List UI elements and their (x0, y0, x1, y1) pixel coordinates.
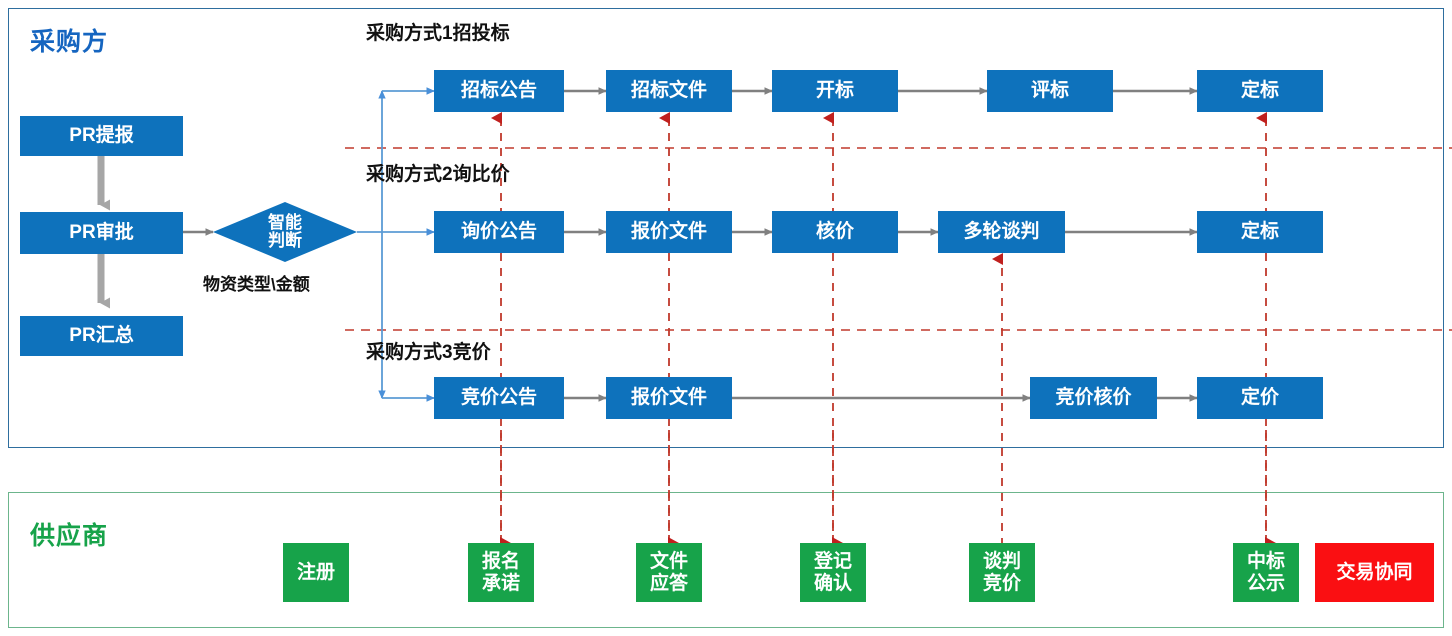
node-price-check[interactable]: 核价 (772, 211, 898, 253)
node-registration-confirm[interactable]: 登记 确认 (800, 543, 866, 602)
node-auction-quotation[interactable]: 报价文件 (606, 377, 732, 419)
docresp-line1: 文件 (649, 551, 688, 573)
node-inquiry-award[interactable]: 定标 (1197, 211, 1323, 253)
lane-1-title: 采购方式1招投标 (366, 23, 510, 44)
node-auction-pricing[interactable]: 定价 (1197, 377, 1323, 419)
negotiation-line2: 竞价 (982, 572, 1021, 594)
signup-line1: 报名 (481, 551, 520, 573)
node-signup-commitment[interactable]: 报名 承诺 (468, 543, 534, 602)
smart-judge-line1: 智能 (268, 213, 302, 233)
node-multi-round-talks[interactable]: 多轮谈判 (938, 211, 1065, 253)
node-register[interactable]: 注册 (283, 543, 349, 602)
winner-line2: 公示 (1246, 572, 1285, 594)
decision-caption: 物资类型\金额 (203, 275, 310, 294)
winner-line1: 中标 (1246, 551, 1285, 573)
node-pr-submit[interactable]: PR提报 (20, 116, 183, 156)
lane-2-title: 采购方式2询比价 (366, 164, 510, 185)
supplier-panel-title: 供应商 (30, 522, 109, 550)
node-bid-announcement[interactable]: 招标公告 (434, 70, 564, 112)
signup-line2: 承诺 (481, 572, 520, 594)
node-bid-award[interactable]: 定标 (1197, 70, 1323, 112)
smart-judge-line2: 判断 (268, 231, 302, 250)
lane-3-title: 采购方式3竞价 (366, 342, 491, 363)
node-inquiry-announcement[interactable]: 询价公告 (434, 211, 564, 253)
node-pr-approve[interactable]: PR审批 (20, 212, 183, 254)
node-bid-evaluation[interactable]: 评标 (987, 70, 1113, 112)
node-negotiation-bidding[interactable]: 谈判 竞价 (969, 543, 1035, 602)
negotiation-line1: 谈判 (982, 551, 1021, 573)
docresp-line2: 应答 (649, 572, 688, 594)
node-auction-announcement[interactable]: 竞价公告 (434, 377, 564, 419)
regconfirm-line2: 确认 (813, 572, 852, 594)
node-winner-publicity[interactable]: 中标 公示 (1233, 543, 1299, 602)
buyer-panel-title: 采购方 (30, 28, 109, 56)
node-bid-document[interactable]: 招标文件 (606, 70, 732, 112)
node-trade-collaboration[interactable]: 交易协同 (1315, 543, 1434, 602)
supplier-panel (8, 492, 1444, 628)
node-auction-price-check[interactable]: 竞价核价 (1030, 377, 1157, 419)
regconfirm-line1: 登记 (813, 551, 852, 573)
node-quotation-document[interactable]: 报价文件 (606, 211, 732, 253)
node-bid-opening[interactable]: 开标 (772, 70, 898, 112)
node-pr-summary[interactable]: PR汇总 (20, 316, 183, 356)
register-line1: 注册 (296, 561, 335, 583)
node-document-response[interactable]: 文件 应答 (636, 543, 702, 602)
